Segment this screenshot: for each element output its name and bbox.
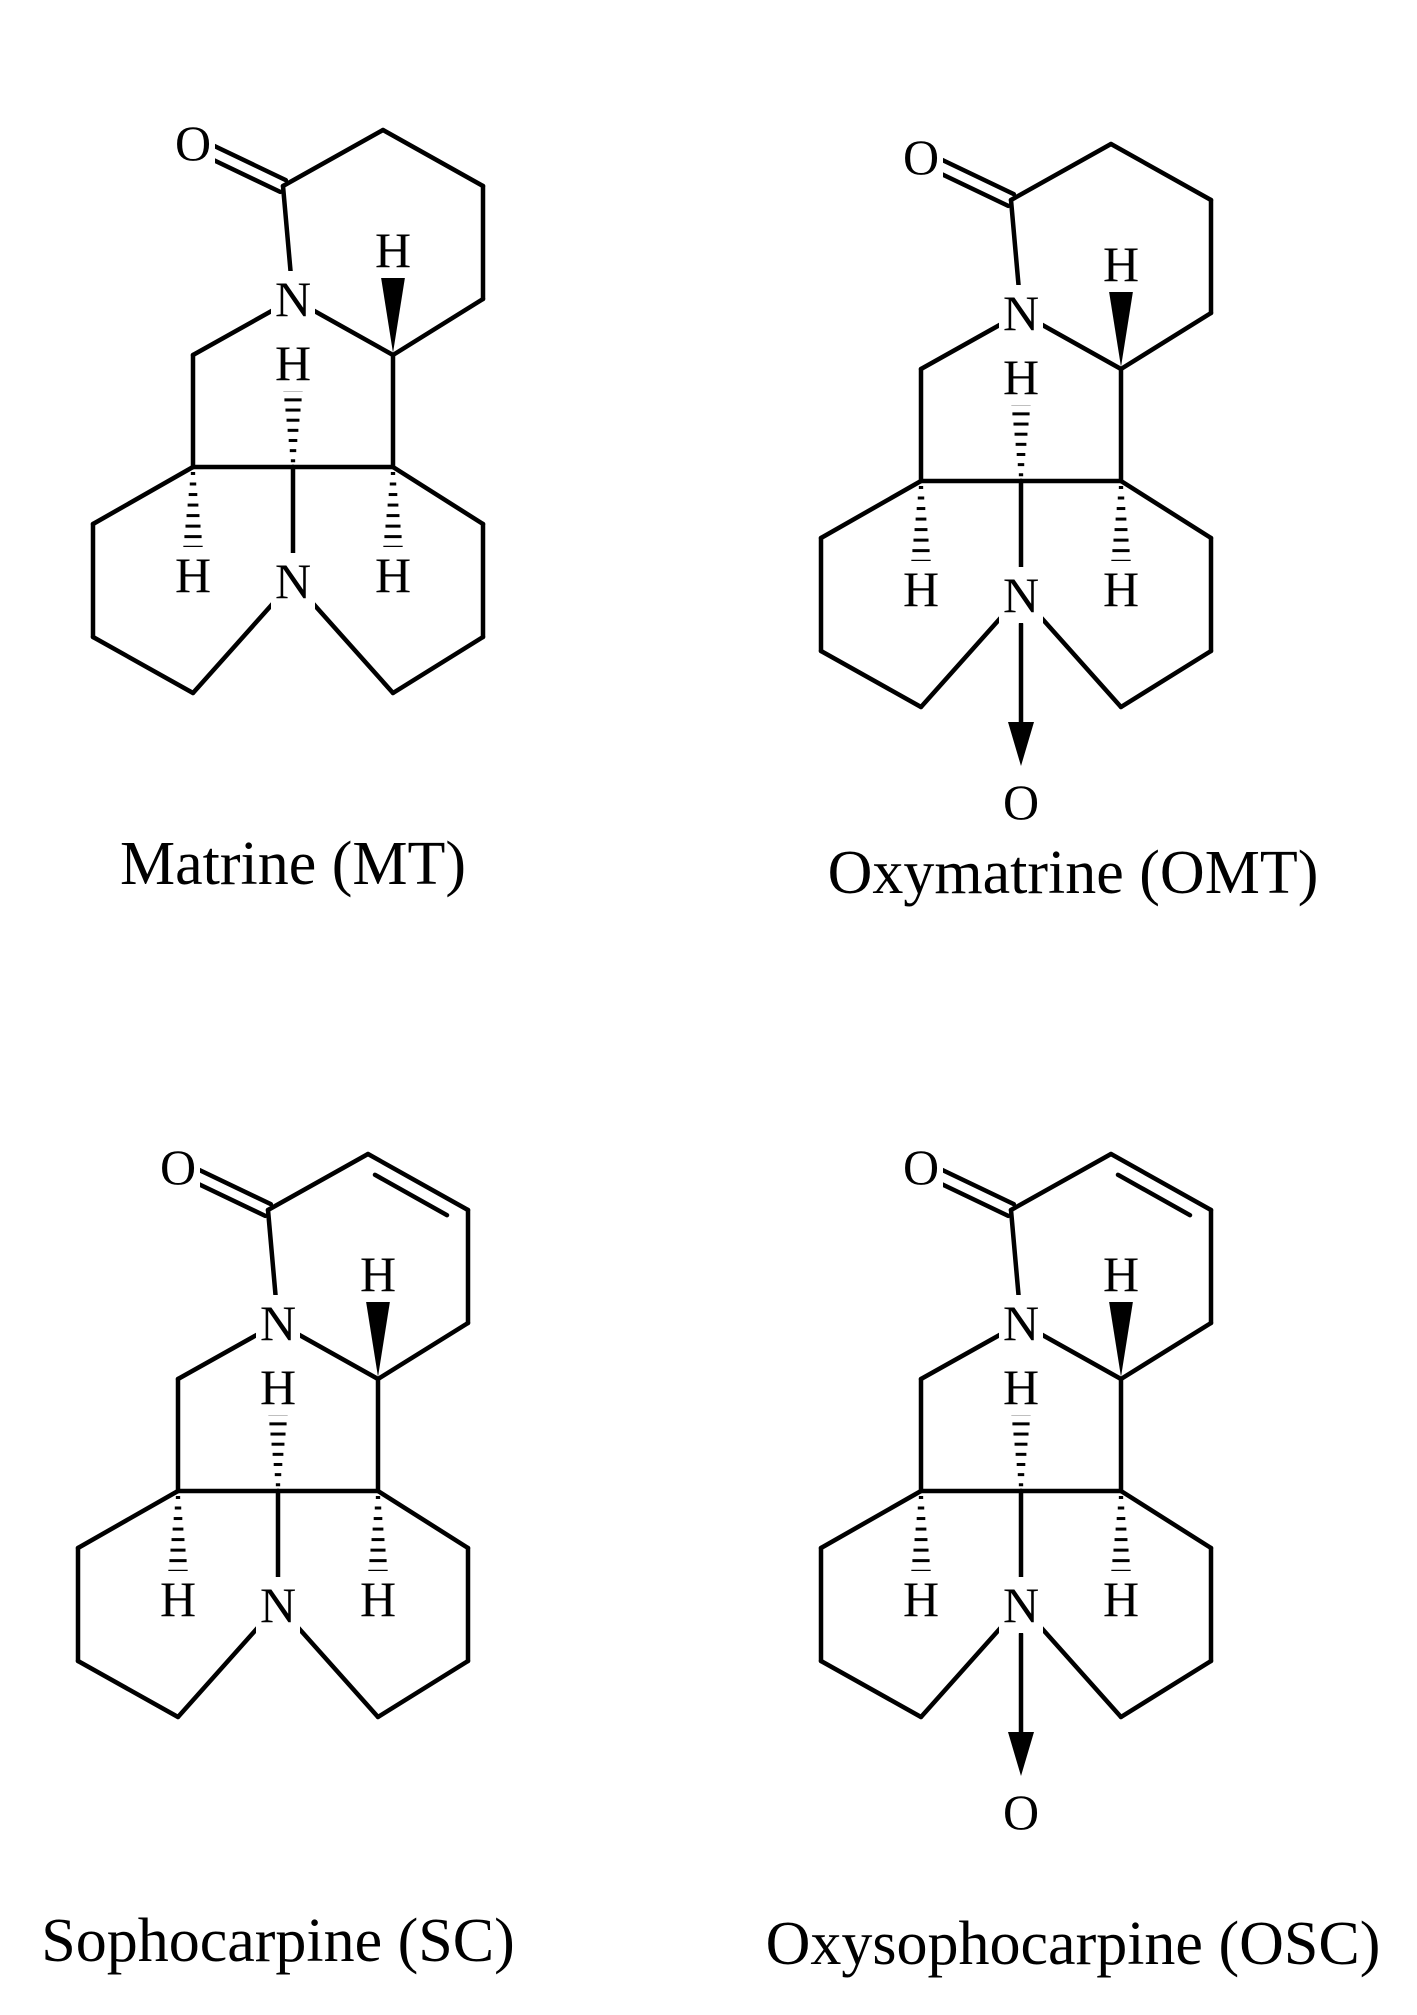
ring-double-bond xyxy=(372,1172,450,1218)
wedge-bond-h xyxy=(365,1295,391,1377)
wedge-bond-h xyxy=(380,271,406,353)
carbonyl-oxygen-label: O xyxy=(160,1139,196,1195)
hydrogen-label: H xyxy=(260,1359,296,1415)
hydrogen-label: H xyxy=(1003,349,1039,405)
hydrogen-label: H xyxy=(1103,1246,1139,1302)
carbonyl-oxygen-label: O xyxy=(903,129,939,185)
hashed-bond-h-center xyxy=(267,1402,289,1487)
ring-bonds xyxy=(818,1151,1214,1720)
hydrogen-label: H xyxy=(1103,1571,1139,1627)
amine-nitrogen-label: N xyxy=(260,1577,296,1633)
hashed-bond-h-center xyxy=(1010,1402,1032,1487)
hydrogen-label: H xyxy=(275,335,311,391)
hydrogen-label: H xyxy=(360,1246,396,1302)
amine-nitrogen-label: N xyxy=(275,553,311,609)
hydrogen-label: H xyxy=(1003,1359,1039,1415)
hydrogen-label: H xyxy=(903,1571,939,1627)
hydrogen-label: H xyxy=(360,1571,396,1627)
carbonyl-oxygen-label: O xyxy=(903,1139,939,1195)
hashed-bond-h-left xyxy=(910,485,932,574)
hydrogen-label: H xyxy=(903,561,939,617)
hashed-bond-h-right xyxy=(382,471,404,560)
hydrogen-label: H xyxy=(1103,236,1139,292)
amide-nitrogen-label: N xyxy=(1003,1295,1039,1351)
hashed-bond-h-right xyxy=(1110,1495,1132,1584)
hashed-bond-h-left xyxy=(910,1495,932,1584)
ring-bonds xyxy=(75,1151,471,1720)
n-oxide-arrow xyxy=(1008,1631,1034,1776)
ring-double-bond xyxy=(1115,1172,1193,1218)
wedge-bond-h xyxy=(1108,1295,1134,1377)
hashed-bond-h-center xyxy=(282,378,304,463)
amide-nitrogen-label: N xyxy=(260,1295,296,1351)
hashed-bond-h-center xyxy=(1010,392,1032,477)
hashed-bond-h-left xyxy=(167,1495,189,1584)
amide-nitrogen-label: N xyxy=(1003,285,1039,341)
amine-nitrogen-label: N xyxy=(1003,1577,1039,1633)
hydrogen-label: H xyxy=(375,222,411,278)
molecule-caption: Matrine (MT) xyxy=(120,830,466,898)
hashed-bond-h-right xyxy=(1110,485,1132,574)
molecule-caption: Oxymatrine (OMT) xyxy=(828,839,1319,907)
hydrogen-label: H xyxy=(375,547,411,603)
hashed-bond-h-left xyxy=(182,471,204,560)
amide-nitrogen-label: N xyxy=(275,271,311,327)
molecule-caption: Sophocarpine (SC) xyxy=(41,1907,515,1975)
carbonyl-oxygen-label: O xyxy=(175,115,211,171)
hydrogen-label: H xyxy=(160,1571,196,1627)
n-oxide-arrow xyxy=(1008,621,1034,766)
hydrogen-label: H xyxy=(1103,561,1139,617)
n-oxide-oxygen-label: O xyxy=(1003,774,1039,830)
wedge-bond-h xyxy=(1108,285,1134,367)
hydrogen-label: H xyxy=(175,547,211,603)
hashed-bond-h-right xyxy=(367,1495,389,1584)
amine-nitrogen-label: N xyxy=(1003,567,1039,623)
molecule-caption: Oxysophocarpine (OSC) xyxy=(766,1910,1381,1978)
n-oxide-oxygen-label: O xyxy=(1003,1784,1039,1840)
